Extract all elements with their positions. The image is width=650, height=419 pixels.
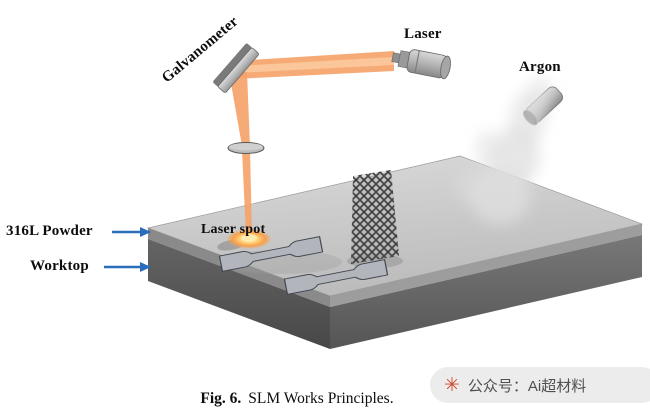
caption-text: SLM Works Principles. xyxy=(248,390,394,407)
caption-number: Fig. 6. xyxy=(200,390,242,407)
powder-layer-right-face xyxy=(330,224,642,307)
focus-lens-icon xyxy=(227,142,265,154)
beam-horizontal-core xyxy=(236,57,394,73)
lattice-part xyxy=(351,170,399,264)
label-laser-spot: Laser spot xyxy=(201,222,266,237)
label-argon: Argon xyxy=(519,59,561,75)
smoke-plume xyxy=(456,77,553,224)
galvo-mirror-icon xyxy=(213,43,259,93)
worktop-right-face xyxy=(330,235,642,349)
figure-caption: Fig. 6. SLM Works Principles. xyxy=(0,390,650,408)
label-316l-powder: 316L Powder xyxy=(6,223,93,239)
worktop-left-face xyxy=(148,239,330,349)
label-worktop: Worktop xyxy=(30,258,89,274)
watermark-text: 公众号：Ai超材料 xyxy=(467,377,587,395)
tensile-specimens xyxy=(218,236,389,295)
tensile-specimen xyxy=(283,259,389,295)
beam-mirror-to-lens xyxy=(229,72,250,146)
spark-icon: ✳ xyxy=(444,374,460,396)
beam-lens-to-spot xyxy=(242,150,252,236)
watermark-pill: ✳ 公众号：Ai超材料 xyxy=(430,367,650,403)
laser-spot-core xyxy=(241,234,257,242)
label-laser: Laser xyxy=(404,26,442,42)
laser-beam xyxy=(229,51,394,236)
pointer-arrows xyxy=(104,227,151,272)
laser-device-icon xyxy=(391,49,451,80)
tensile-specimen xyxy=(218,236,324,272)
